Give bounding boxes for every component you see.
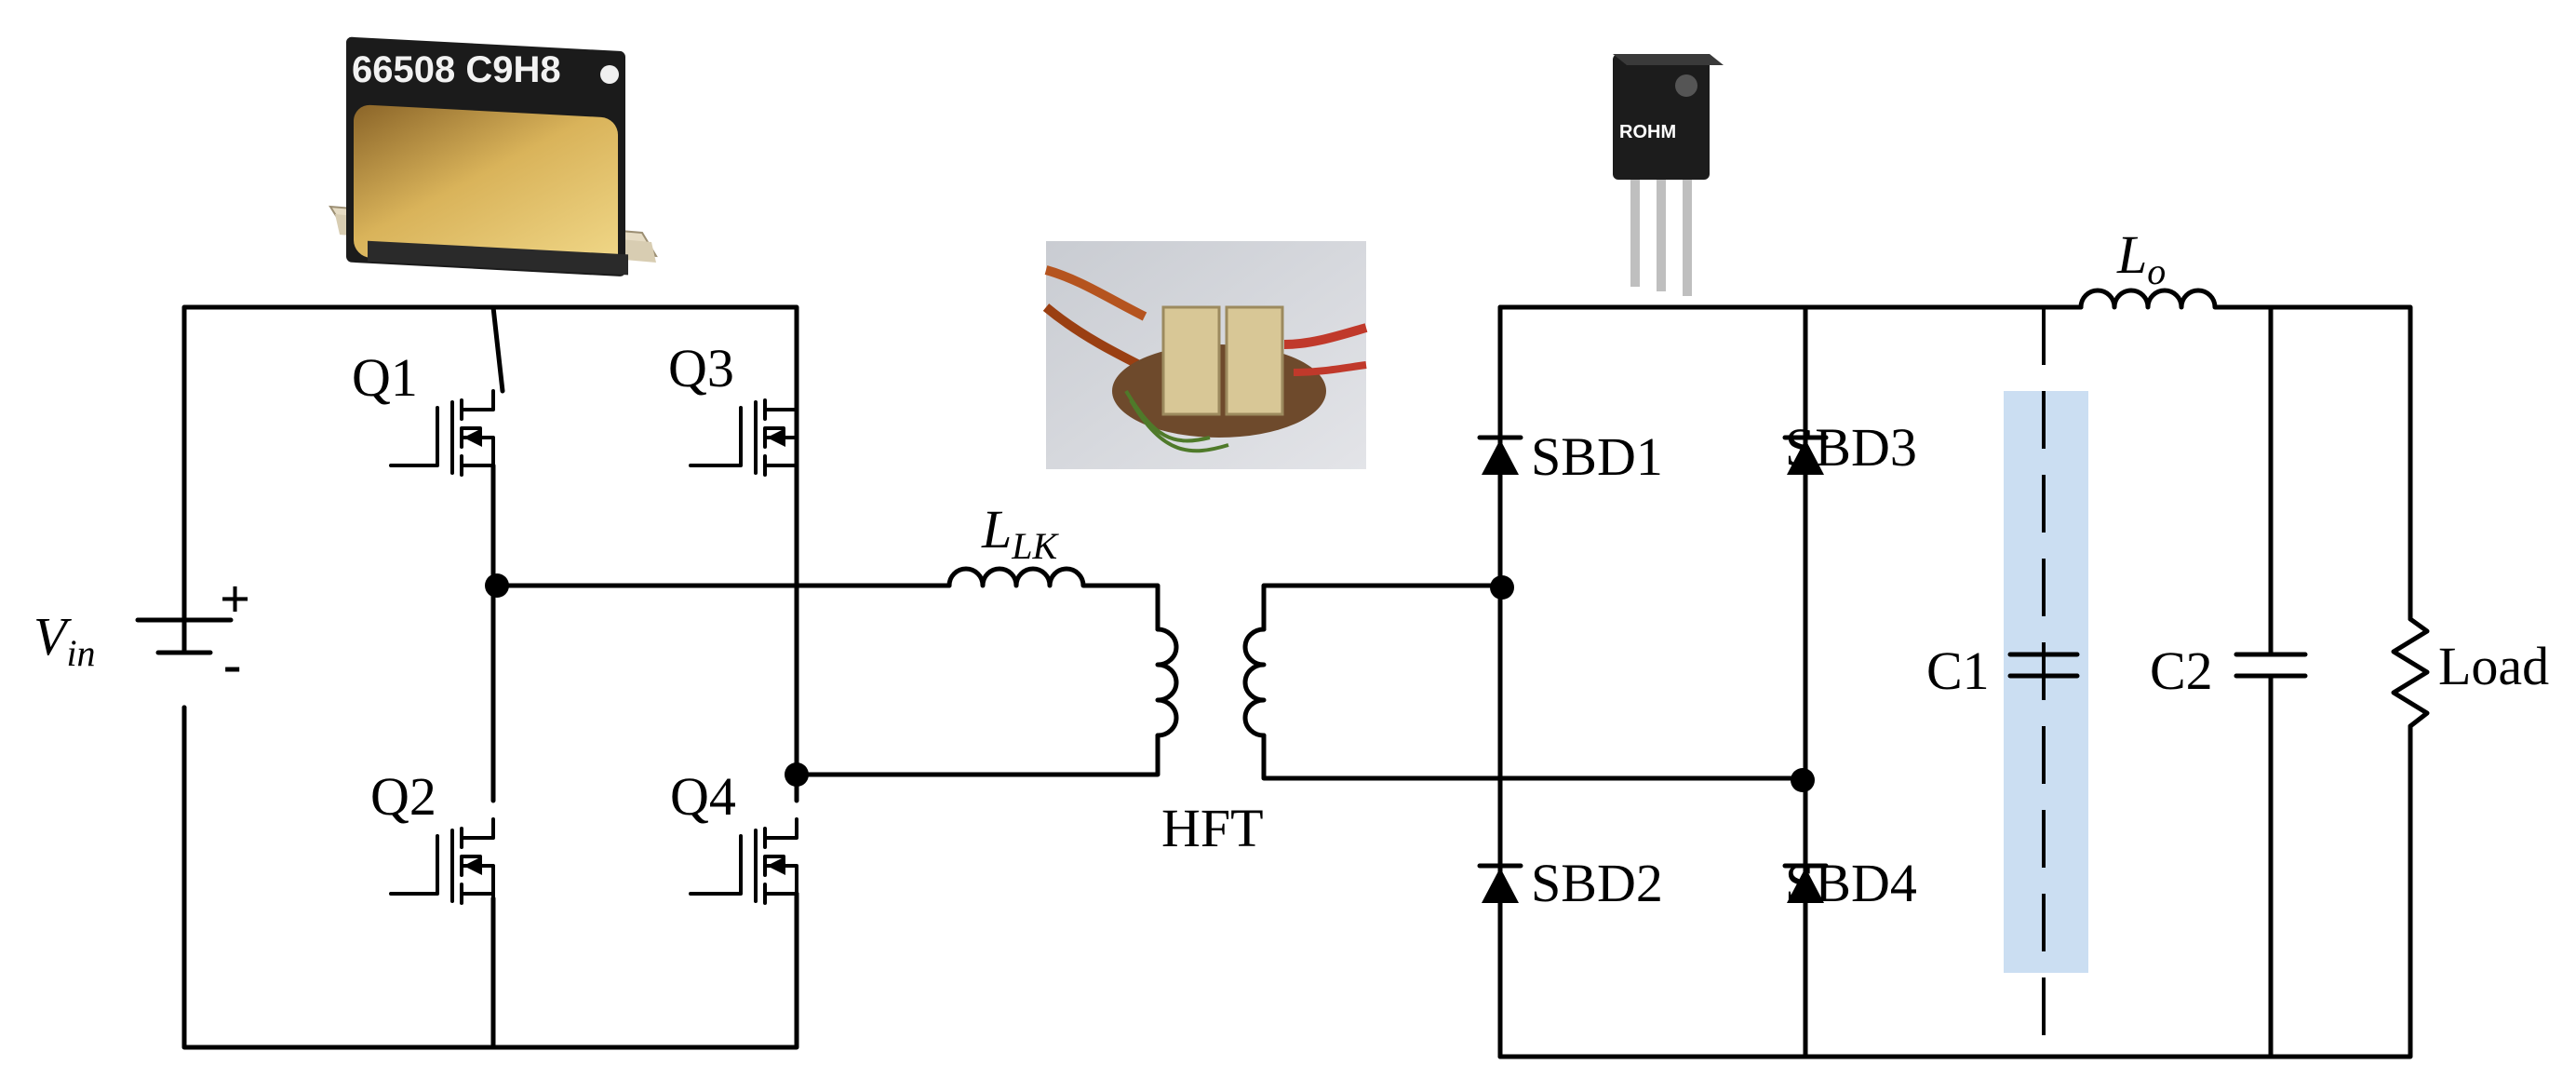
rectifier-right-midpoint-node (1791, 768, 1815, 792)
llk-label: LLK (981, 499, 1060, 567)
hft-label: HFT (1161, 798, 1264, 858)
q4-label: Q4 (670, 766, 736, 827)
gan-chip-marking: 66508 C9H8 (352, 49, 561, 90)
primary-bottom-wire (794, 733, 1161, 777)
sbd2-diode (1477, 863, 1523, 903)
sic-diode-photo: ROHM (1613, 54, 1724, 296)
load-resistor (2391, 616, 2430, 729)
input-bottom-rail (181, 705, 799, 1050)
q2-label: Q2 (370, 766, 436, 827)
sbd2-label: SBD2 (1531, 853, 1663, 913)
input-top-rail (181, 304, 799, 655)
q1-label: Q1 (352, 347, 418, 408)
sbd4-label: SBD4 (1785, 853, 1917, 913)
c1-highlight-band (2004, 391, 2088, 973)
left-leg-wire (490, 304, 505, 1050)
vin-label: Vin (34, 606, 96, 674)
vin-plus-sign: + (220, 569, 250, 629)
c2-capacitor (2234, 304, 2308, 1059)
sbd3-diode (1782, 435, 1829, 475)
leakage-inductor-coil (946, 566, 1161, 632)
secondary-top-wire (1261, 583, 1503, 632)
gan-transistor-photo: 66508 C9H8 (329, 36, 658, 276)
q3-label: Q3 (668, 338, 734, 398)
input-voltage-source (135, 617, 234, 710)
transformer-primary-coil (1155, 627, 1179, 738)
q4-mosfet (689, 817, 798, 914)
q3-mosfet (689, 389, 798, 486)
lo-label: Lo (2116, 224, 2166, 292)
sbd1-diode (1477, 435, 1523, 475)
q2-mosfet (389, 817, 495, 914)
c1-capacitor (2007, 307, 2080, 1057)
transformer-secondary-coil (1242, 627, 1267, 738)
q1-mosfet (389, 389, 495, 486)
sbd4-diode (1782, 863, 1829, 903)
load-label: Load (2438, 636, 2549, 696)
sic-diode-brand: ROHM (1619, 122, 1676, 142)
secondary-bottom-wire (1261, 733, 1808, 781)
vin-minus-sign: - (223, 634, 241, 694)
output-bottom-rail (1497, 723, 2413, 1059)
transformer-photo (1042, 241, 1368, 469)
rectifier-left-midpoint-node (1490, 575, 1514, 600)
sbd3-label: SBD3 (1785, 417, 1917, 478)
c1-label: C1 (1926, 640, 1990, 701)
sbd1-label: SBD1 (1531, 426, 1663, 487)
c2-label: C2 (2150, 640, 2213, 701)
output-inductor-coil (2078, 288, 2413, 622)
